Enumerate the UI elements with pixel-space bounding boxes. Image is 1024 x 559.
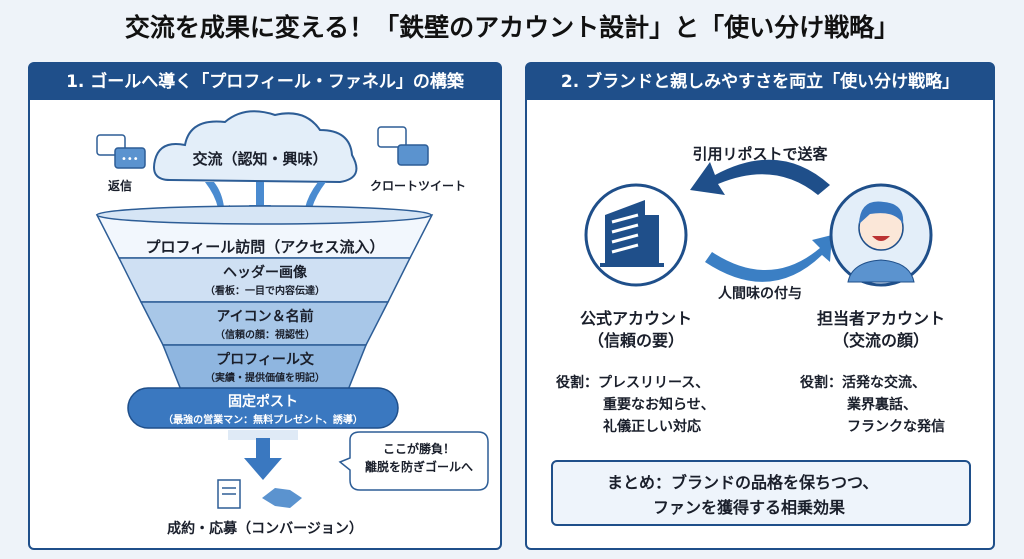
down-arrow-icon — [244, 438, 282, 480]
pinned-sub: （最強の営業マン：無料プレゼント、誘導） — [163, 415, 363, 426]
official-account-label: 公式アカウント （信頼の要） — [556, 308, 716, 352]
band-sub: （看板：一目で内容伝達） — [205, 286, 325, 297]
role-line: フランクな発信 — [847, 419, 945, 435]
staff-role: 役割：活発な交流、業界裏話、フランクな発信 — [800, 372, 945, 438]
funnel-band-profile-visit: プロフィール訪問（アクセス流入） — [145, 238, 385, 256]
pinned-post-pill — [127, 387, 399, 429]
conversion-label: 成約・応募（コンバージョン） — [167, 521, 363, 537]
humanize-label: 人間味の付与 — [718, 286, 802, 302]
funnel-band-icon-name: アイコン＆名前 （信頼の顔：視認性） — [140, 306, 390, 341]
speech-bubble — [338, 431, 489, 491]
band-title: プロフィール文 — [216, 352, 314, 368]
funnel-band-profile-text: プロフィール文 （実績・提供価値を明記） — [140, 349, 390, 384]
pinned-post: 固定ポスト （最強の営業マン：無料プレゼント、誘導） — [128, 391, 398, 426]
quote-icon — [377, 126, 429, 166]
role-line: 業界裏話、 — [847, 397, 917, 413]
bubble-line: ここが勝負！ — [382, 442, 455, 456]
handshake-icon — [262, 488, 302, 508]
account-sub: （交流の顔） — [832, 331, 929, 350]
account-sub: （信頼の要） — [587, 331, 684, 350]
official-role: 役割：プレスリリース、重要なお知らせ、礼儀正しい対応 — [556, 372, 715, 438]
quote-repost-arrow — [690, 159, 830, 195]
bubble-text: ここが勝負！ 離脱を防ぎゴールへ — [350, 440, 488, 476]
reply-icon: ••• — [96, 134, 146, 169]
account-name: 公式アカウント — [579, 309, 692, 328]
band-title: アイコン＆名前 — [216, 309, 314, 325]
account-name: 担当者アカウント — [816, 309, 945, 328]
cloud-label: 交流（認知・興味） — [192, 150, 328, 168]
humanize-arrow — [705, 235, 832, 282]
role-line: 礼儀正しい対応 — [603, 419, 701, 435]
reply-label: 返信 — [107, 179, 132, 193]
bubble-line: 離脱を防ぎゴールへ — [364, 460, 473, 474]
quote-tweet-label: クロートツイート — [369, 179, 466, 193]
band-sub: （実績・提供価値を明記） — [205, 373, 325, 384]
role-line: 役割：プレスリリース、 — [556, 375, 710, 391]
band-title: ヘッダー画像 — [223, 265, 307, 281]
role-line: 重要なお知らせ、 — [603, 397, 715, 413]
page-title: 交流を成果に変える！「鉄壁のアカウント設計」と「使い分け戦略」 — [124, 13, 900, 42]
pinned-title: 固定ポスト — [228, 394, 298, 410]
quote-repost-label: 引用リポストで送客 — [692, 145, 828, 163]
funnel-panel-header: 1. ゴールへ導く「プロフィール・ファネル」の構築 — [30, 64, 500, 100]
funnel-band-header-image: ヘッダー画像 （看板：一目で内容伝達） — [140, 262, 390, 297]
role-line: 役割：活発な交流、 — [800, 375, 926, 391]
staff-account-label: 担当者アカウント （交流の顔） — [796, 308, 966, 352]
building-icon — [600, 200, 664, 267]
svg-text:•••: ••• — [121, 154, 139, 165]
band-sub: （信頼の顔：視認性） — [215, 330, 315, 341]
contract-icon — [217, 479, 241, 509]
cloud-shape — [153, 110, 358, 184]
person-icon — [847, 201, 915, 283]
